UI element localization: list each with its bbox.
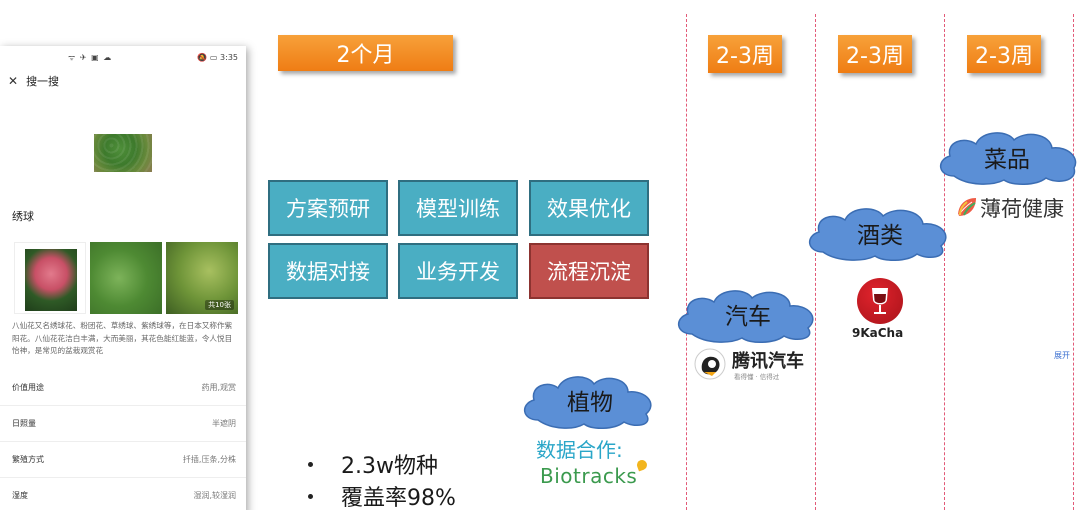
attribute-row: 价值用途 药用,观赏 — [0, 370, 246, 406]
cloud-plant: 植物 — [518, 370, 662, 430]
thumbnail-count: 共10张 — [205, 300, 234, 310]
timeline-divider — [1073, 14, 1074, 510]
cloud-label-plant: 植物 — [567, 390, 613, 416]
cloud-icon — [809, 208, 947, 261]
attribute-row: 日照量 半遮阴 — [0, 406, 246, 442]
leaf-icon — [957, 198, 976, 217]
cloud-label-car: 汽车 — [725, 304, 771, 330]
phase-label-main: 2个月 — [278, 35, 453, 71]
plant-name: 绣球 — [12, 210, 34, 223]
stats-list: 2.3w物种 覆盖率98% — [308, 448, 456, 510]
bohe-health-logo: 薄荷健康 — [956, 193, 1076, 223]
search-title: 搜一搜 — [26, 75, 60, 88]
query-photo[interactable] — [94, 134, 152, 172]
step-training: 模型训练 — [398, 180, 518, 236]
timeline-divider — [815, 14, 816, 510]
wine-glass-icon — [857, 278, 903, 324]
cloud-icon — [678, 290, 814, 343]
tencent-penguin-icon — [694, 348, 726, 380]
cloud-icon — [940, 132, 1077, 185]
attribute-row: 繁殖方式 扦插,压条,分株 — [0, 442, 246, 478]
bullet-icon — [308, 493, 313, 499]
attribute-value: 扦插,压条,分株 — [182, 455, 236, 464]
attribute-value: 湿润,较湿润 — [193, 491, 236, 500]
stat-species: 2.3w物种 — [341, 454, 438, 479]
attribute-value: 药用,观赏 — [201, 383, 236, 392]
thumbnail-leaves[interactable] — [90, 242, 162, 314]
timeline-divider — [944, 14, 945, 510]
list-item: 2.3w物种 — [308, 448, 456, 480]
bullet-icon — [308, 461, 313, 467]
biotracks-logo: Biotracks — [540, 464, 638, 488]
thumbnail-bush[interactable]: 共10张 — [166, 242, 238, 314]
attribute-list: 价值用途 药用,观赏 日照量 半遮阴 繁殖方式 扦插,压条,分株 湿度 湿润,较… — [0, 370, 246, 510]
step-data-integration: 数据对接 — [268, 243, 388, 299]
cloud-car: 汽车 — [672, 284, 824, 344]
tencent-auto-slogan: 看得懂 · 信得过 — [734, 373, 780, 381]
list-item: 覆盖率98% — [308, 480, 456, 510]
cloud-icon — [524, 376, 652, 429]
plant-description: 八仙花又名绣球花、粉团花、草绣球、紫绣球等，在日本又称作紫阳花。八仙花花洁白丰满… — [12, 321, 233, 355]
search-header: ✕ 搜一搜 — [0, 68, 246, 94]
thumbnail-strip: 共10张 — [14, 242, 246, 314]
step-optimize: 效果优化 — [529, 180, 649, 236]
cloud-label-dish: 菜品 — [984, 147, 1030, 173]
cloud-wine: 酒类 — [803, 204, 957, 262]
bohe-health-name: 薄荷健康 — [980, 197, 1064, 221]
9kacha-name: 9KaCha — [852, 326, 904, 340]
cloud-dish: 菜品 — [934, 128, 1080, 186]
attribute-value: 半遮阴 — [212, 419, 236, 428]
phase-label-dish: 2-3周 — [967, 35, 1041, 73]
status-bar: ᯤ ✈ ▣ ☁ 🔕 ▭ 3:35 — [0, 46, 246, 68]
status-icons-left: ᯤ ✈ ▣ ☁ — [68, 52, 113, 62]
biotracks-leaf-icon — [635, 458, 649, 472]
step-research: 方案预研 — [268, 180, 388, 236]
attribute-key: 价值用途 — [12, 383, 44, 392]
tencent-auto-name: 腾讯汽车 — [732, 351, 804, 372]
phase-label-wine: 2-3周 — [838, 35, 912, 73]
attribute-key: 繁殖方式 — [12, 455, 44, 464]
timeline-divider — [686, 14, 687, 510]
cloud-label-wine: 酒类 — [857, 223, 903, 249]
attribute-key: 日照量 — [12, 419, 36, 428]
expand-link[interactable]: 展开 — [1054, 351, 1070, 360]
thumbnail-flower[interactable] — [14, 242, 86, 314]
tencent-auto-logo: 腾讯汽车 看得懂 · 信得过 — [694, 345, 814, 385]
phase-label-car: 2-3周 — [708, 35, 782, 73]
phone-screenshot: ᯤ ✈ ▣ ☁ 🔕 ▭ 3:35 ✕ 搜一搜 绣球 共10张 八仙花又名绣球花、… — [0, 46, 246, 510]
step-process: 流程沉淀 — [529, 243, 649, 299]
status-icons-right: 🔕 ▭ 3:35 — [197, 52, 238, 62]
attribute-key: 湿度 — [12, 491, 28, 500]
stat-coverage: 覆盖率98% — [341, 486, 456, 510]
close-icon[interactable]: ✕ — [8, 74, 19, 88]
attribute-row: 湿度 湿润,较湿润 — [0, 478, 246, 510]
step-development: 业务开发 — [398, 243, 518, 299]
data-cooperation-label: 数据合作: — [536, 438, 623, 462]
9kacha-logo: 9KaCha — [852, 278, 912, 344]
